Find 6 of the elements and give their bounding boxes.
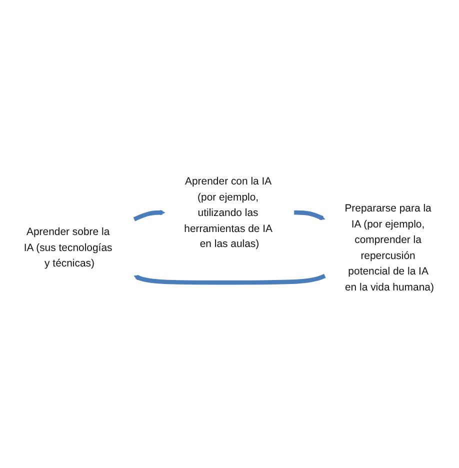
arrow bbox=[134, 274, 326, 285]
node-text: Prepararse para la IA (por ejemplo, comprender la repercusión potencial de la IA en la vida humana) bbox=[344, 202, 434, 292]
arrow bbox=[133, 210, 166, 222]
node-text: Aprender sobre la IA (sus tecnologías y técnicas) bbox=[24, 226, 112, 269]
node-text: Aprender con la IA (por ejemplo, utilizando las herramientas de IA en las aulas) bbox=[184, 175, 272, 250]
arrow bbox=[294, 210, 326, 220]
